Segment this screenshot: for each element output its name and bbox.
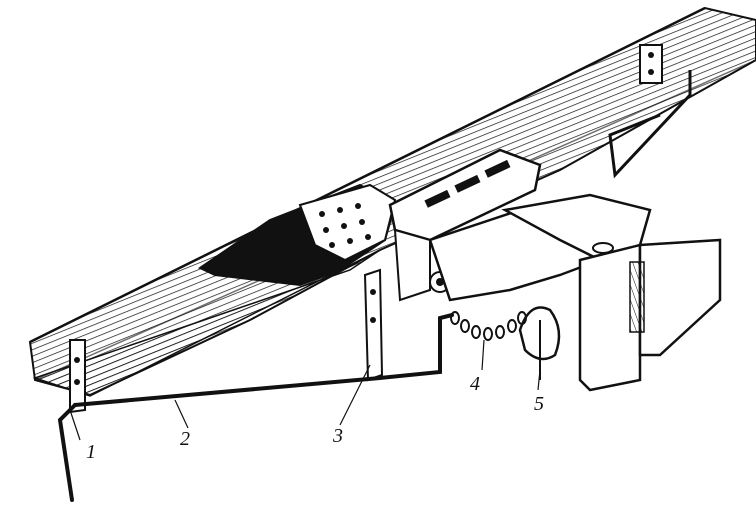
lock-lift-assembly <box>518 306 561 380</box>
center-sill <box>197 183 397 287</box>
grab-handle <box>608 70 692 179</box>
label-2: 2 <box>180 428 190 450</box>
coupler-carrier <box>388 148 542 302</box>
rivets <box>319 203 371 248</box>
top-bracket <box>639 44 663 84</box>
label-1: 1 <box>86 441 96 463</box>
bracket-3 <box>363 268 384 382</box>
leader-lines <box>69 339 541 441</box>
label-4: 4 <box>470 373 480 395</box>
label-3: 3 <box>332 425 343 447</box>
bracket-1 <box>69 339 86 414</box>
coupler-head <box>428 193 722 392</box>
chain <box>450 311 527 341</box>
label-5: 5 <box>534 393 544 415</box>
